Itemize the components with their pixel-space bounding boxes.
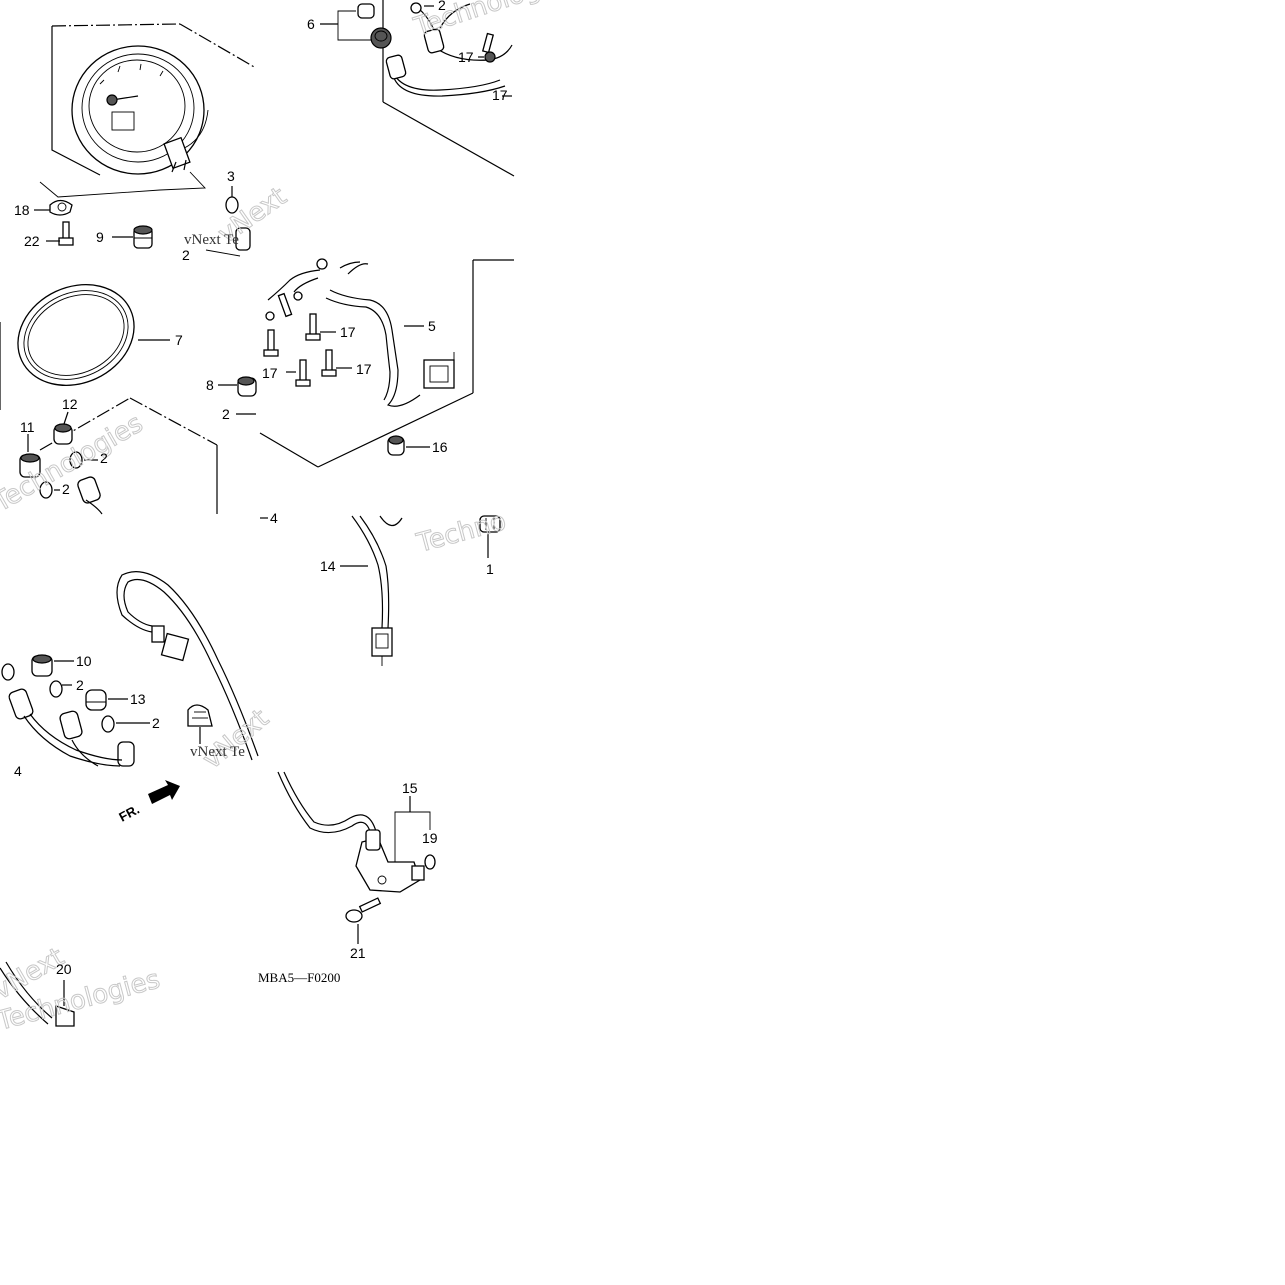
callout-12: 12 [62, 396, 78, 412]
callout-2: 2 [438, 0, 446, 13]
speedometer-unit [71, 45, 209, 175]
callout-1: 1 [486, 561, 494, 577]
clamp-part-18 [49, 199, 73, 216]
callout-2: 2 [100, 450, 108, 466]
tile-speedometer [34, 23, 257, 257]
watermark: vNext Te [184, 232, 239, 248]
callout-6: 6 [307, 16, 315, 32]
callout-3: 3 [227, 168, 235, 184]
cap-part-6 [357, 3, 392, 49]
screws-part-17 [263, 292, 337, 387]
bulb-part-11 [19, 453, 41, 478]
grommet-part-2-mid [39, 451, 83, 499]
callout-14: 14 [320, 558, 336, 574]
callout-19: 19 [422, 830, 438, 846]
callout-4: 4 [14, 763, 22, 779]
tile-harness-14 [260, 515, 501, 666]
tile-rings [0, 283, 257, 515]
connector-part-14 [371, 627, 393, 666]
screw-part-22 [58, 221, 74, 246]
callout-17: 17 [356, 361, 372, 377]
callout-17: 17 [340, 324, 356, 340]
socket-upper-b [385, 54, 407, 80]
watermark: Techno [413, 506, 509, 559]
callout-15: 15 [402, 780, 418, 796]
callout-5: 5 [428, 318, 436, 334]
tile-harness-main [259, 258, 514, 468]
callout-9: 9 [96, 229, 104, 245]
socket-mid [77, 476, 101, 504]
screw-part-17-upper [481, 32, 496, 63]
callout-21: 21 [350, 945, 366, 961]
callout-17: 17 [262, 365, 278, 381]
callout-7: 7 [175, 332, 183, 348]
bulb-part-13 [85, 689, 107, 711]
callout-17: 17 [492, 87, 508, 103]
callout-11: 11 [20, 419, 35, 435]
tile-sockets [1, 571, 259, 767]
screw-part-1 [479, 515, 501, 533]
bulb-part-8 [237, 376, 257, 397]
callout-10: 10 [76, 653, 92, 669]
bulb-part-9 [133, 225, 153, 249]
tile-frame [0, 780, 180, 1027]
callout-16: 16 [432, 439, 448, 455]
direction-arrow-icon [148, 780, 180, 804]
callout-20: 20 [56, 961, 72, 977]
watermarks: Technologies vNext vNext Te Techno Techn… [0, 0, 580, 1038]
ring-part-7 [17, 283, 135, 387]
connector-cable-end [151, 625, 190, 662]
bulb-part-16 [387, 435, 405, 456]
grommets-part-2-low [1, 663, 115, 733]
callout-2: 2 [222, 406, 230, 422]
socket-upper-a [423, 28, 445, 54]
callout-2: 2 [182, 247, 190, 263]
diagram-code: MBA5—F0200 [258, 970, 340, 985]
washer-part-19 [424, 854, 436, 870]
part-20 [55, 1005, 75, 1027]
callout-2: 2 [152, 715, 160, 731]
clip-part-4 [187, 704, 213, 727]
tile-speed-sensor [277, 771, 436, 944]
watermark: vNext Te [190, 744, 245, 760]
bulb-part-12 [53, 423, 73, 445]
callout-labels: 1 2 2 2 2 2 2 2 3 4 4 5 6 7 8 9 10 11 12… [14, 0, 508, 977]
callout-18: 18 [14, 202, 30, 218]
callout-2: 2 [62, 481, 70, 497]
callout-8: 8 [206, 377, 214, 393]
bolt-part-21 [345, 897, 382, 923]
bulb-part-10 [31, 654, 53, 677]
callout-4: 4 [270, 510, 278, 526]
watermark: Technologies [410, 0, 579, 43]
sensor-part-15 [355, 829, 425, 893]
direction-label: FR. [116, 802, 142, 825]
tile-harness-upper [320, 0, 515, 177]
connector-part-5 [423, 352, 455, 389]
callout-13: 13 [130, 691, 146, 707]
callout-22: 22 [24, 233, 40, 249]
callout-17: 17 [458, 49, 474, 65]
callout-2: 2 [76, 677, 84, 693]
